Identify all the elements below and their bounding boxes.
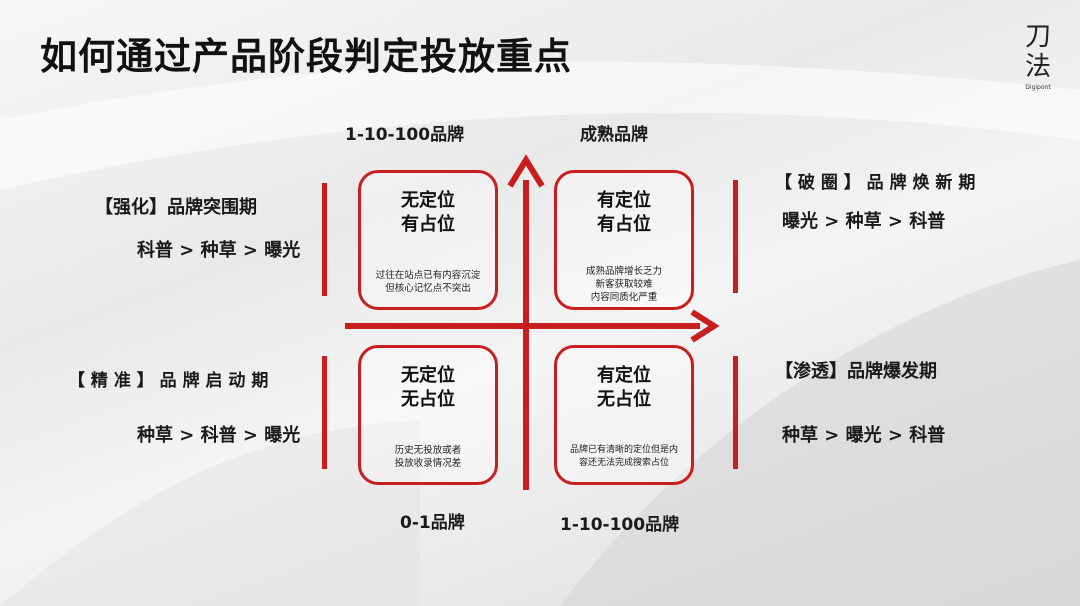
quadrant-title: 无定位 无占位 <box>401 365 455 410</box>
stage-title-top-right: 【 破 圈 】 品 牌 焕 新 期 <box>775 173 976 193</box>
quadrant-bottom-left: 无定位 无占位 历史无投放或者 投放收录情况差 <box>358 345 498 485</box>
logo-subtitle: Digipont <box>1025 84 1051 91</box>
stage-path-top-left: 科普 > 种草 > 曝光 <box>137 240 301 261</box>
stage-path-bottom-left: 种草 > 科普 > 曝光 <box>137 425 301 446</box>
quadrant-description: 成熟品牌增长乏力 新客获取较难 内容同质化严重 <box>585 266 662 303</box>
stage-title-bottom-left: 【 精 准 】 品 牌 启 动 期 <box>68 371 269 391</box>
accent-bar-bottom-right <box>733 356 738 469</box>
horizontal-axis-arrow <box>345 309 720 343</box>
accent-bar-bottom-left <box>322 356 327 469</box>
brand-logo: 刀 法 Digipont <box>1018 22 1058 91</box>
quadrant-top-left: 无定位 有占位 过往在站点已有内容沉淀 但核心记忆点不突出 <box>358 170 498 310</box>
axis-label-top-right: 成熟品牌 <box>580 125 648 145</box>
quadrant-title: 有定位 有占位 <box>597 190 651 235</box>
logo-char-1: 刀 <box>1024 22 1051 52</box>
quadrant-title: 有定位 无占位 <box>597 365 651 410</box>
accent-bar-top-left <box>322 183 327 296</box>
quadrant-description: 历史无投放或者 投放收录情况差 <box>394 445 462 469</box>
quadrant-top-right: 有定位 有占位 成熟品牌增长乏力 新客获取较难 内容同质化严重 <box>554 170 694 310</box>
accent-bar-top-right <box>733 180 738 293</box>
quadrant-bottom-right: 有定位 无占位 品牌已有清晰的定位但是内 容还无法完成搜索占位 <box>554 345 694 485</box>
vertical-axis-arrow <box>507 154 545 490</box>
axis-label-bottom-right: 1-10-100品牌 <box>560 515 680 535</box>
axis-label-top-left: 1-10-100品牌 <box>345 125 465 145</box>
quadrant-description: 品牌已有清晰的定位但是内 容还无法完成搜索占位 <box>569 445 678 468</box>
stage-path-top-right: 曝光 > 种草 > 科普 <box>782 211 946 232</box>
stage-path-bottom-right: 种草 > 曝光 > 科普 <box>782 425 946 446</box>
quadrant-title: 无定位 有占位 <box>401 190 455 235</box>
page-title: 如何通过产品阶段判定投放重点 <box>40 35 572 78</box>
quadrant-description: 过往在站点已有内容沉淀 但核心记忆点不突出 <box>375 270 481 294</box>
stage-title-top-left: 【强化】品牌突围期 <box>95 197 257 218</box>
stage-title-bottom-right: 【渗透】品牌爆发期 <box>775 361 937 382</box>
axis-label-bottom-left: 0-1品牌 <box>400 513 465 533</box>
logo-char-2: 法 <box>1024 52 1051 82</box>
